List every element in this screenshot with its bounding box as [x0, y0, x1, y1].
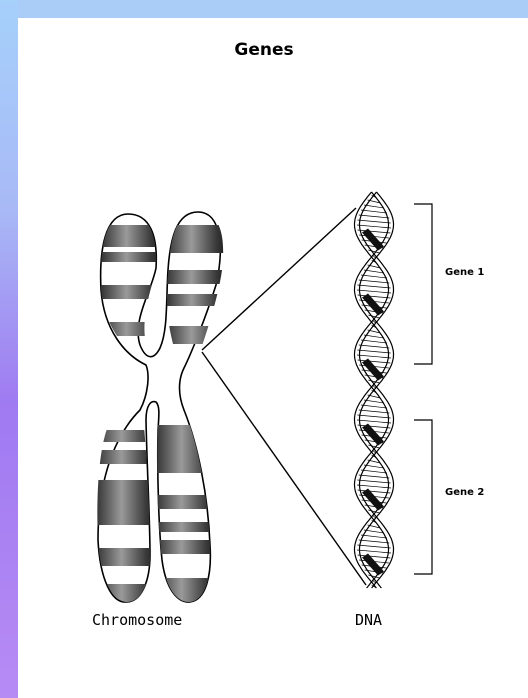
base-pair: [357, 349, 391, 354]
base-pair: [357, 554, 391, 559]
base-pair: [368, 249, 380, 254]
base-pair: [368, 574, 380, 579]
base-pair: [357, 359, 391, 364]
dna-crossing-shade: [362, 488, 384, 511]
base-pair: [357, 424, 391, 429]
base-pair: [357, 479, 391, 484]
base-pair: [357, 229, 391, 234]
base-pair: [360, 404, 388, 409]
base-pair: [357, 294, 391, 299]
base-pair: [363, 464, 385, 469]
dna-crossing-shade: [362, 358, 384, 381]
dna-backbone-strand-2: [358, 191, 395, 589]
dna-caption: DNA: [355, 611, 383, 629]
chromosome-icon: [97, 211, 224, 603]
slide-panel: [18, 18, 528, 698]
dna-crossing-shade: [362, 228, 384, 251]
dna-crossing-shade: [362, 553, 384, 576]
base-pair: [360, 274, 388, 279]
base-pair: [360, 469, 388, 474]
dna-crossing-shade: [362, 293, 384, 316]
base-pair: [357, 284, 391, 289]
gene-2-bracket: [414, 419, 433, 575]
zoom-line-top: [201, 207, 357, 351]
base-pair: [360, 209, 388, 214]
base-pair: [363, 269, 385, 274]
base-pair: [360, 534, 388, 539]
base-pair: [363, 529, 385, 534]
base-pair: [357, 544, 391, 549]
base-pair: [358, 279, 390, 284]
base-pair: [363, 204, 385, 209]
gene-1-bracket: [414, 203, 433, 365]
base-pair: [358, 539, 390, 544]
frame-left-border: [0, 0, 18, 698]
base-pair: [368, 379, 380, 384]
base-pair: [358, 474, 390, 479]
base-pair: [358, 409, 390, 414]
base-pair: [356, 289, 392, 294]
base-pair: [358, 214, 390, 219]
base-pair: [358, 344, 390, 349]
gene-label: Gene 1: [445, 267, 485, 278]
zoom-line-bottom: [201, 351, 367, 586]
dna-helix-icon: [353, 191, 395, 589]
dna-backbone-strand-2: [353, 191, 390, 589]
page-title: Genes: [234, 40, 294, 60]
dna-crossing-shade: [362, 423, 384, 446]
gene-label: Gene 2: [445, 487, 485, 498]
base-pair: [356, 224, 392, 229]
base-pair: [368, 314, 380, 319]
base-pair: [356, 549, 392, 554]
base-pair: [357, 219, 391, 224]
chromosome-caption: Chromosome: [92, 611, 183, 629]
base-pair: [356, 354, 392, 359]
dna-backbone-strand-1: [353, 191, 390, 589]
base-pair: [368, 444, 380, 449]
base-pair: [360, 339, 388, 344]
base-pair: [356, 484, 392, 489]
base-pair: [357, 489, 391, 494]
base-pair: [356, 419, 392, 424]
frame-top-border: [0, 0, 528, 18]
base-pair: [363, 334, 385, 339]
base-pair: [357, 414, 391, 419]
base-pair: [363, 399, 385, 404]
base-pair: [368, 509, 380, 514]
